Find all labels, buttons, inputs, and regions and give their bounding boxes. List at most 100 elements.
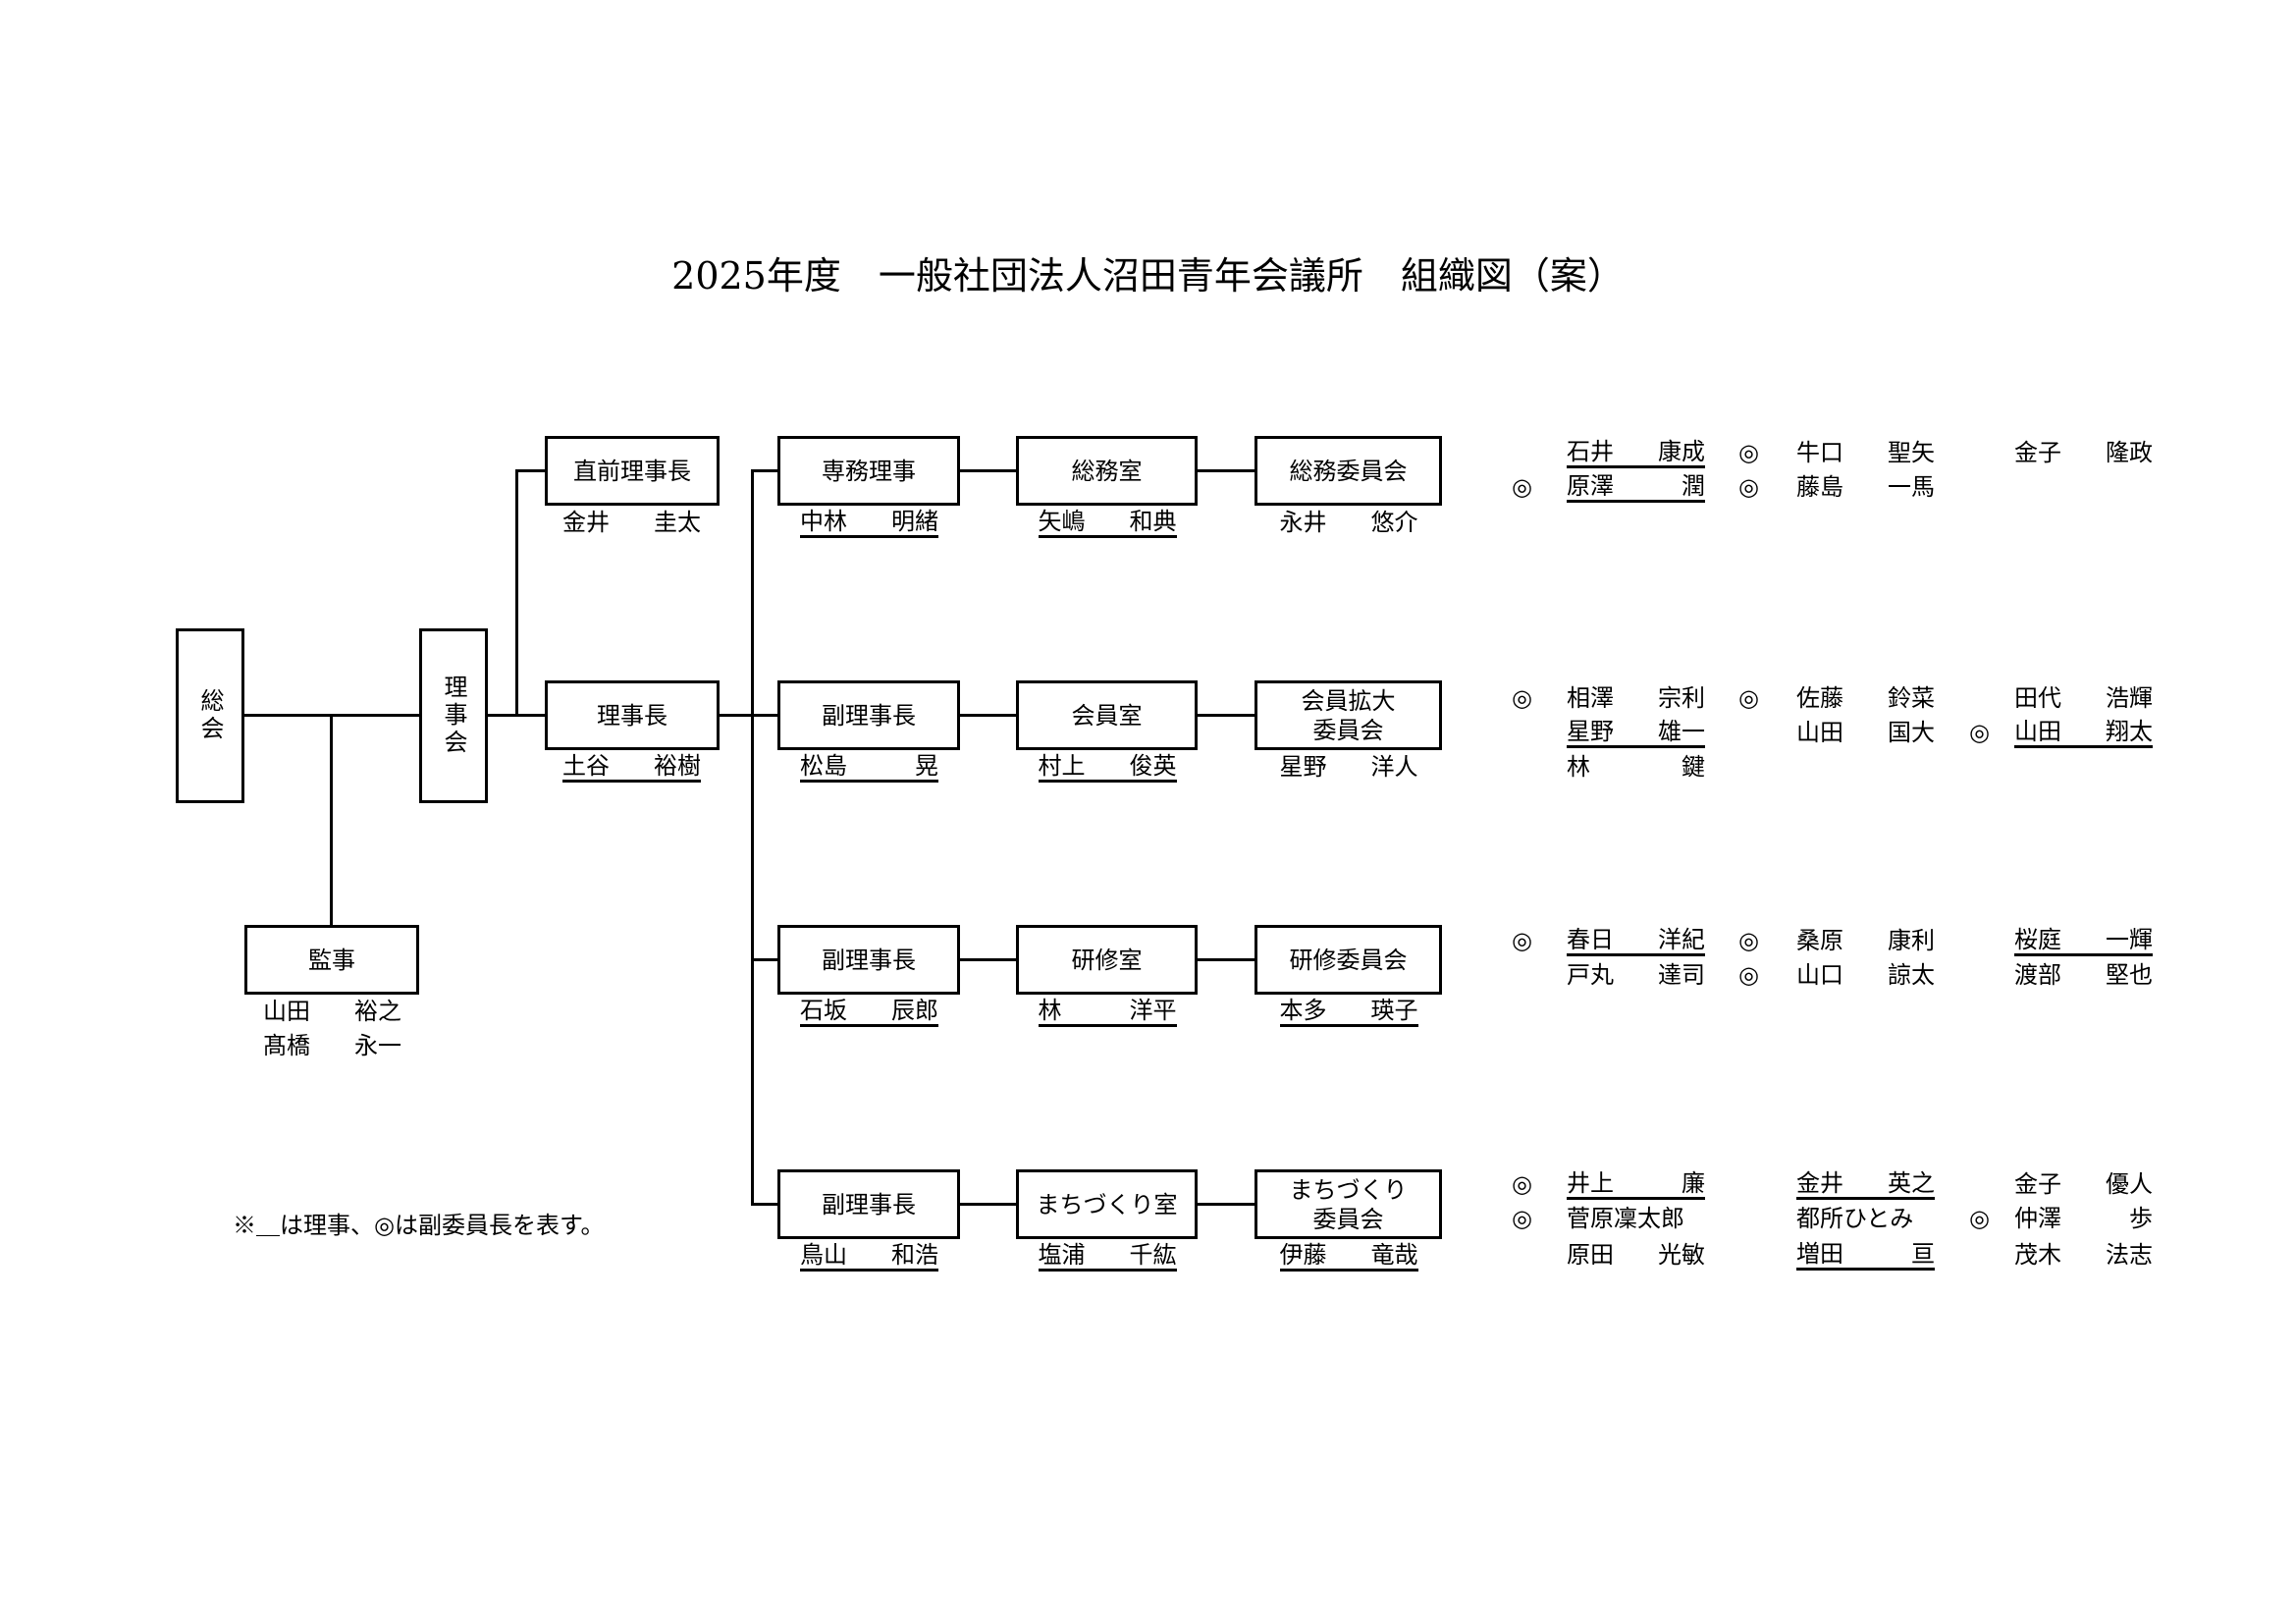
vice-chair-mark: ◎ [1512,1170,1532,1198]
vice-chair-mark: ◎ [1512,684,1532,712]
name-part: 隆政 [2106,439,2153,466]
name-part: 俊英 [1129,752,1177,780]
member-name: 金井英之 [1796,1169,1935,1200]
name-part: 都所ひとみ [1796,1205,1914,1232]
name-part: 和典 [1129,508,1177,535]
name-part: 辰郎 [891,997,938,1024]
name-part: 菅原凜太郎 [1567,1205,1684,1232]
name-part: 達司 [1658,961,1705,989]
name-part: 諒太 [1888,961,1935,989]
member-name: 牛口 聖矢 [1796,438,1935,467]
name-part: 本多 [1279,997,1327,1024]
name-part: 松島 [800,752,847,780]
connector-line [960,958,1016,961]
connector-line [960,714,1016,717]
name-part: 圭太 [654,509,701,536]
name-part: 裕之 [354,998,401,1025]
past-president-box: 直前理事長 [545,436,720,506]
auditor-name: 髙橋永一 [263,1031,401,1060]
name-part: 翔太 [2106,718,2153,745]
name-part: 土谷 [562,752,610,780]
name-part: 金子 [2014,1170,2061,1198]
office-name: 林洋平 [1038,997,1177,1027]
general-assembly-box: 総会 [176,628,244,803]
name-part: 牛口 [1796,439,1843,466]
officer-name: 鳥山和浩 [800,1241,938,1272]
name-part: 洋紀 [1658,926,1705,953]
name-part: 国大 [1888,719,1935,746]
connector-line [751,469,777,472]
name-part: 藤島 [1796,473,1843,501]
member-name: 星野雄一 [1567,718,1705,748]
member-name: 佐藤鈴菜 [1796,683,1935,713]
name-part: 晃 [915,752,938,780]
office-box: 研修室 [1016,925,1198,995]
name-part: 塩浦 [1038,1241,1086,1269]
vice-chair-mark: ◎ [1738,927,1759,954]
name-part: 戸丸 [1567,961,1614,989]
committee-box: まちづくり 委員会 [1255,1169,1442,1239]
vice-chair-mark: ◎ [1969,1205,1990,1232]
member-name: 都所ひとみ [1796,1204,1935,1233]
name-part: 茂木 [2014,1241,2061,1269]
committee-box: 研修委員会 [1255,925,1442,995]
name-part: 仲澤 [2014,1205,2061,1232]
name-part: 林 [1567,753,1590,781]
committee-name: 本多瑛子 [1279,997,1418,1027]
name-part: 永井 [1279,509,1327,536]
name-part: 康利 [1888,927,1935,954]
member-name: 菅原凜太郎 [1567,1204,1705,1233]
connector-line [1198,469,1255,472]
name-part: 悠介 [1370,509,1418,536]
auditor-name: 山田裕之 [263,997,401,1026]
name-part: 千紘 [1129,1241,1177,1269]
member-name: 藤島一馬 [1796,472,1935,502]
connector-line [751,958,777,961]
name-part: 増田 [1796,1240,1843,1268]
vice-chair-mark: ◎ [1738,439,1759,466]
name-part: 原田 [1567,1241,1614,1269]
name-part: 春日 [1567,926,1614,953]
member-name: 田代浩輝 [2014,683,2153,713]
name-part: 星野 [1567,718,1614,745]
name-part: 康成 [1658,438,1705,465]
connector-line [751,1203,777,1206]
committee-box: 総務委員会 [1255,436,1442,506]
connector-line [751,714,777,717]
name-part: 井上 [1567,1169,1614,1197]
name-part: 鍵 [1682,753,1705,781]
committee-name: 伊藤竜哉 [1279,1241,1418,1272]
office-name: 村上 俊英 [1038,752,1177,783]
name-part: 一輝 [2106,926,2153,953]
connector-line [1198,958,1255,961]
name-part: 村上 [1038,752,1086,780]
connector-line [1198,714,1255,717]
name-part: 洋人 [1370,753,1418,781]
member-name: 渡部堅也 [2014,960,2153,990]
name-part: 石井 [1567,438,1614,465]
name-part: 矢嶋 [1038,508,1086,535]
name-part: 廉 [1682,1169,1705,1197]
name-part: 相澤 [1567,684,1614,712]
name-part: 石坂 [800,997,847,1024]
name-part: 浩輝 [2106,684,2153,712]
connector-line [960,1203,1016,1206]
member-name: 山田国大 [1796,718,1935,747]
committee-name: 星野洋人 [1280,752,1418,782]
member-name: 増田亘 [1796,1240,1935,1271]
name-part: 佐藤 [1796,684,1843,712]
committee-box: 会員拡大 委員会 [1255,680,1442,750]
name-part: 裕樹 [654,752,701,780]
member-name: 石井 康成 [1567,438,1705,468]
past-president-name: 金井圭太 [562,508,701,537]
member-name: 井上 廉 [1567,1169,1705,1200]
officer-box: 副理事長 [777,1169,960,1239]
name-part: 林 [1038,997,1062,1024]
vice-chair-mark: ◎ [1969,719,1990,746]
name-part: 桜庭 [2014,926,2061,953]
name-part: 永一 [354,1032,401,1059]
name-part: 法志 [2106,1241,2153,1269]
connector-line [960,469,1016,472]
member-name: 桑原康利 [1796,926,1935,955]
name-part: 聖矢 [1888,439,1935,466]
